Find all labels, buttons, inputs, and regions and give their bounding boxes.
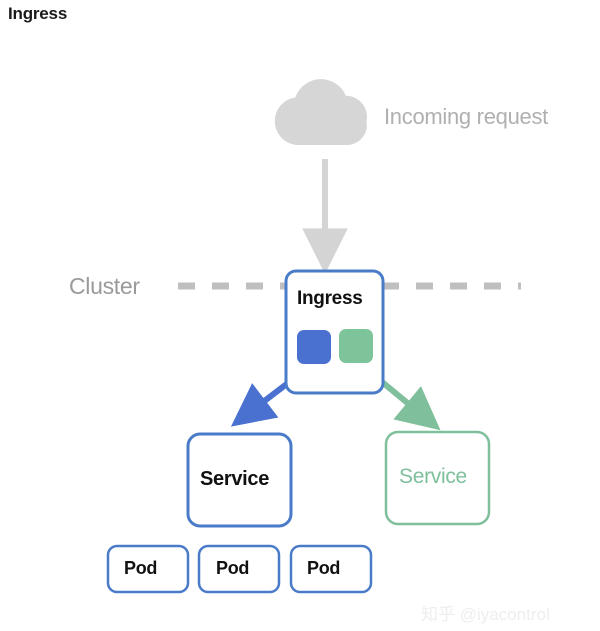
service-blue-label: Service bbox=[200, 468, 270, 490]
service-green-label: Service bbox=[399, 465, 467, 488]
service-box-blue[interactable] bbox=[186, 432, 293, 528]
cloud-icon bbox=[274, 79, 367, 145]
ingress-label: Ingress bbox=[297, 288, 363, 309]
pod-label-2: Pod bbox=[307, 558, 341, 578]
incoming-request-label: Incoming request bbox=[384, 104, 548, 129]
ingress-port-green[interactable] bbox=[339, 329, 373, 363]
pod-label-0: Pod bbox=[124, 558, 158, 578]
cluster-label: Cluster bbox=[69, 273, 140, 299]
service-box-green[interactable] bbox=[384, 430, 491, 526]
pod-box-1[interactable] bbox=[197, 544, 281, 594]
pod-box-0[interactable] bbox=[106, 544, 190, 594]
ingress-port-blue[interactable] bbox=[297, 330, 331, 364]
page-title: Ingress bbox=[8, 4, 68, 23]
pod-box-2[interactable] bbox=[289, 544, 373, 594]
watermark: 知乎 @iyacontrol bbox=[421, 605, 550, 624]
pod-label-1: Pod bbox=[216, 558, 250, 578]
